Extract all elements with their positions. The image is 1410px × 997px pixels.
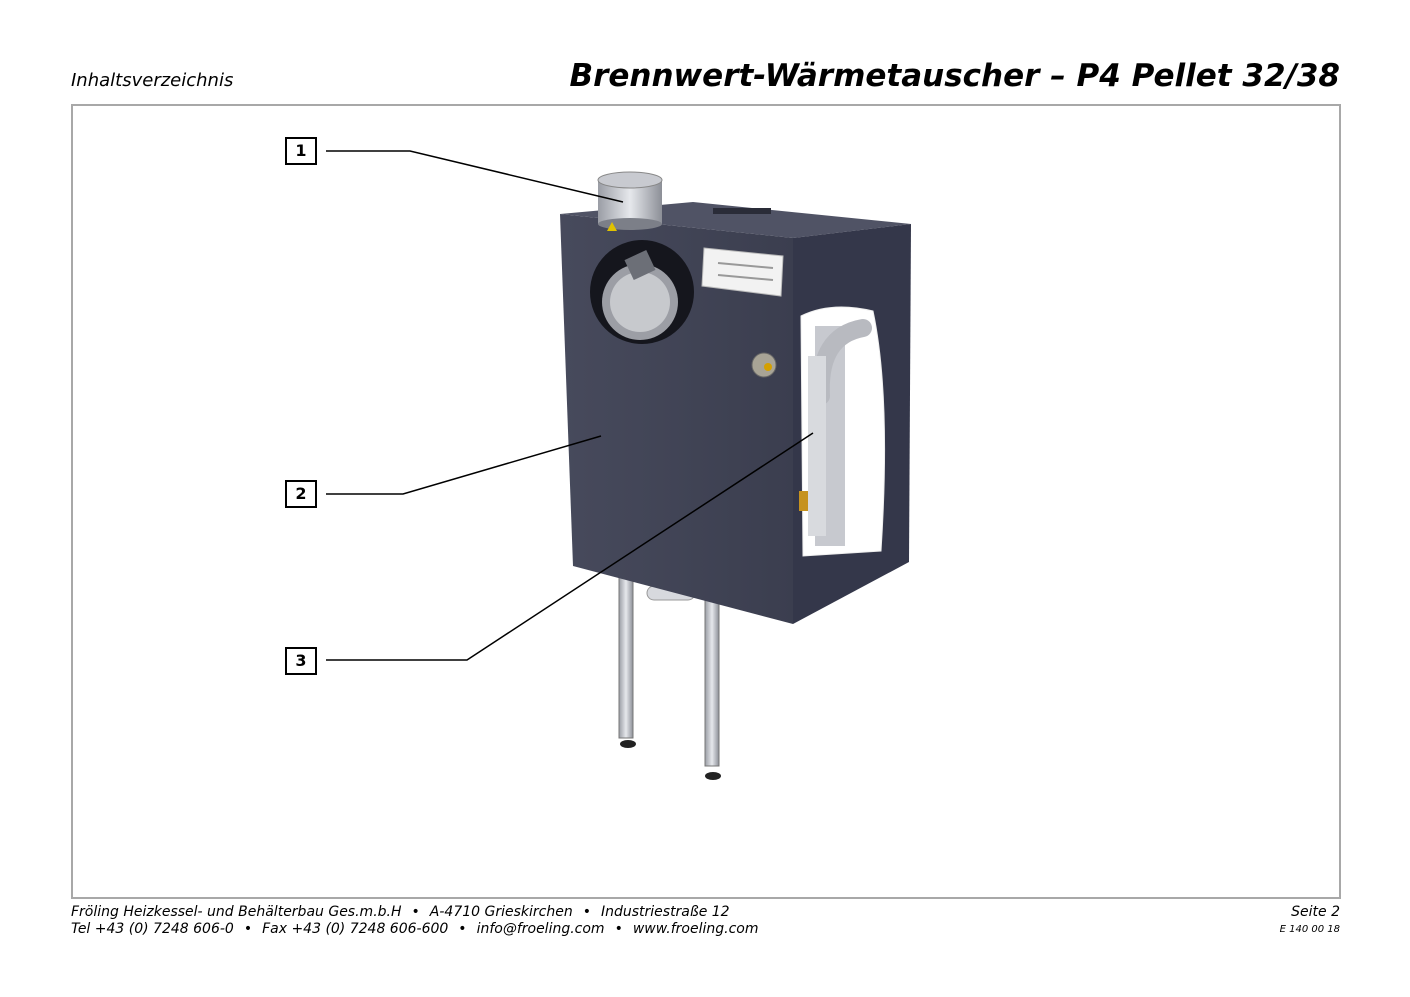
figure-frame: 1 2 3 — [71, 104, 1341, 899]
support-legs — [618, 555, 721, 780]
separator: • — [458, 921, 467, 937]
footer-contact: Fröling Heizkessel- und Behälterbau Ges.… — [71, 904, 759, 938]
burner-opening — [590, 240, 694, 344]
document-title: Brennwert-Wärmetauscher – P4 Pellet 32/3… — [569, 58, 1340, 94]
separator: • — [411, 904, 420, 920]
footer-line-2: Tel +43 (0) 7248 606-0 • Fax +43 (0) 7248 … — [71, 921, 759, 938]
company-name: Fröling Heizkessel- und Behälterbau Ges.… — [71, 904, 402, 920]
callout-1: 1 — [285, 137, 317, 165]
phone: Tel +43 (0) 7248 606-0 — [71, 921, 234, 937]
company-city: A-4710 Grieskirchen — [429, 904, 573, 920]
document-code: E 140 00 18 — [1279, 924, 1340, 935]
footer-page-info: Seite 2 E 140 00 18 — [1280, 904, 1340, 939]
warning-label — [701, 247, 784, 297]
website-link[interactable]: www.froeling.com — [632, 921, 759, 937]
cutaway-window — [799, 306, 886, 557]
callout-2: 2 — [285, 480, 317, 508]
callout-3: 3 — [285, 647, 317, 675]
email-link[interactable]: info@froeling.com — [476, 921, 605, 937]
separator: • — [243, 921, 253, 937]
section-label: Inhaltsverzeichnis — [71, 70, 234, 91]
page-number: Seite 2 — [1291, 904, 1340, 920]
leader-lines — [326, 150, 814, 661]
fax: Fax +43 (0) 7248 606-600 — [262, 921, 449, 937]
separator: • — [582, 904, 591, 920]
separator: • — [614, 921, 623, 937]
heat-exchanger-illustration — [326, 150, 911, 780]
footer-line-1: Fröling Heizkessel- und Behälterbau Ges.… — [71, 904, 759, 921]
company-street: Industriestraße 12 — [600, 904, 730, 920]
flue-connector — [597, 171, 663, 230]
